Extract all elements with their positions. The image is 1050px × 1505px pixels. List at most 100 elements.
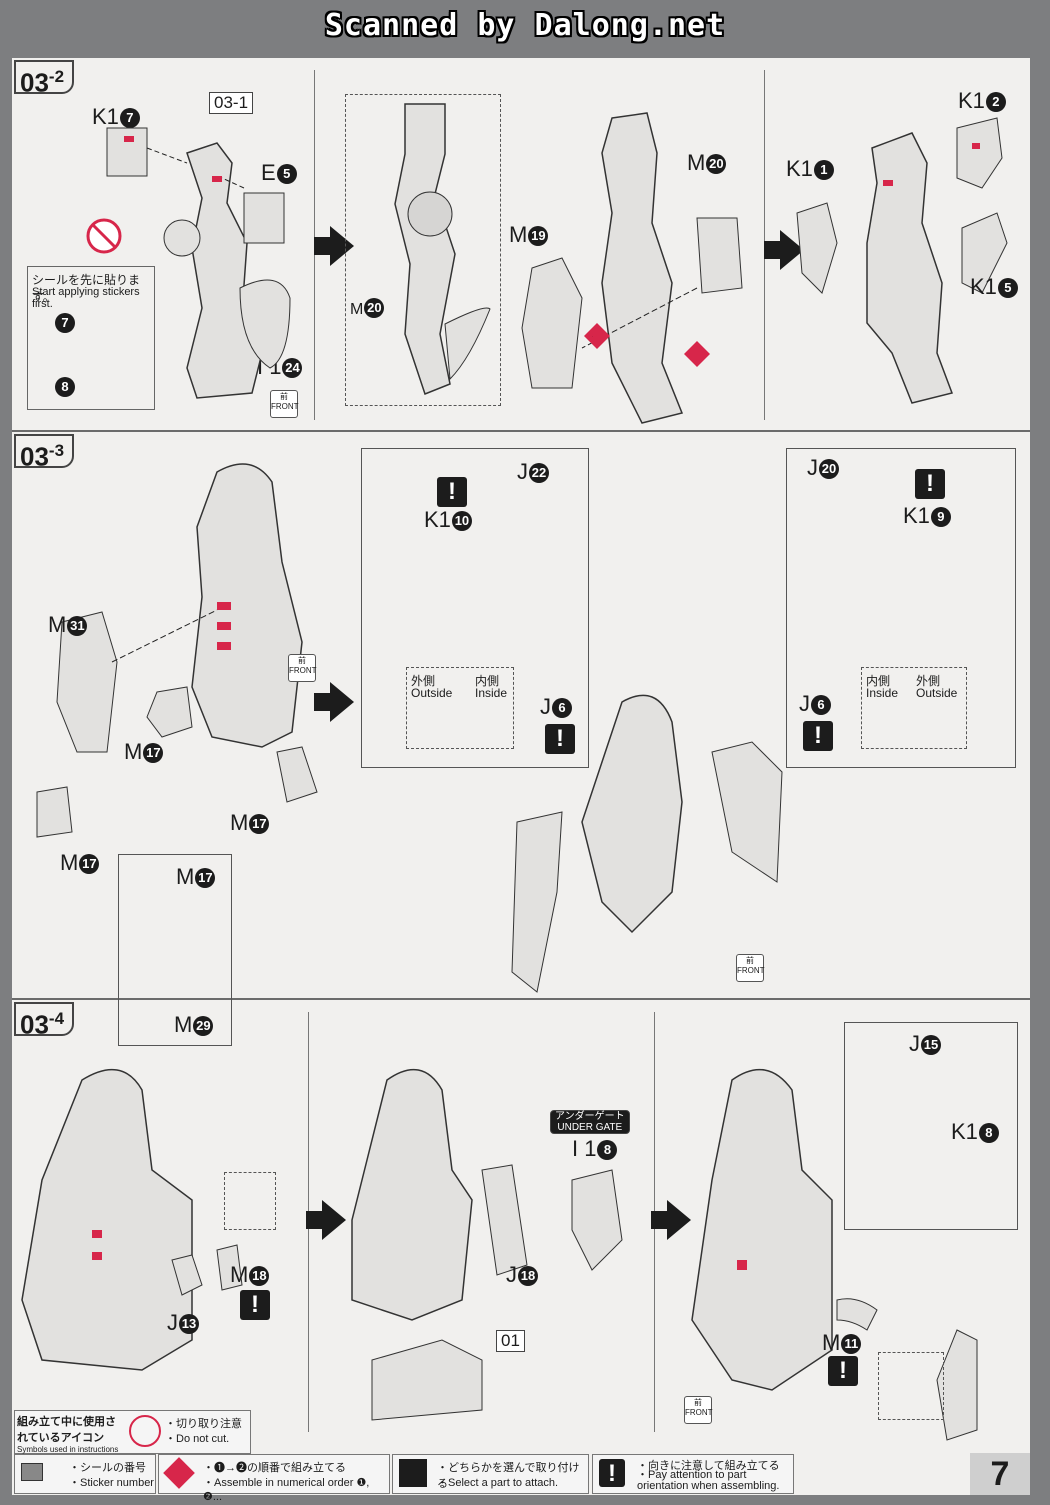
order-1: 1 <box>592 337 593 338</box>
legend-cut-jp: ・切り取り注意 <box>165 1418 242 1430</box>
inside-jp: 内側 <box>475 674 500 688</box>
sticker-7: 7 <box>54 313 75 333</box>
lower-leg-assembly-illustration <box>351 1068 623 1421</box>
ref-step-label: 01 <box>496 1330 525 1352</box>
sticker-note-jp: シールを先に貼ります。 <box>32 273 141 304</box>
inside-en: Inside <box>866 686 899 700</box>
step-tag: 03-3 <box>14 434 75 472</box>
step-tag: 03-4 <box>14 1002 75 1040</box>
scan-watermark-title: Scanned by Dalong.net <box>324 8 726 43</box>
orientation-box: 内側 Inside 外側 Outside <box>861 667 967 749</box>
sticker-note-box: シールを先に貼ります。 Start applying stickers firs… <box>27 266 155 410</box>
page-number: 7 <box>970 1453 1030 1495</box>
instruction-page: 03-2 03-1 K17 E5 I 124 シールを先に貼ります。 Start… <box>12 58 1030 1503</box>
attention-icon: ! <box>915 469 945 499</box>
legend-choose-en: ・Select a part to attach. <box>437 1477 559 1489</box>
leg-armor-assembly-illustration <box>511 694 783 993</box>
legend-cut-en: ・Do not cut. <box>165 1433 230 1445</box>
legend-sticker-en: ・Sticker number <box>69 1477 154 1489</box>
leg-frame-illustration <box>86 127 291 399</box>
final-lower-leg-illustration <box>691 1068 978 1441</box>
choose-detail-box <box>118 854 232 1046</box>
ref-step-label: 03-1 <box>209 92 254 114</box>
legend-attention: ! ・向きに注意して組み立てる ・Pay attention to part o… <box>592 1454 794 1494</box>
legend-sticker-jp: ・シールの番号 <box>69 1462 146 1474</box>
attention-icon: ! <box>828 1356 858 1386</box>
sticker-note-en: Start applying stickers first. <box>32 286 140 310</box>
sticker-detail-box <box>224 1172 276 1230</box>
next-arrow <box>314 226 354 266</box>
inside-jp: 内側 <box>866 674 891 688</box>
next-arrow <box>306 1200 346 1240</box>
legend-order-en: ・Assemble in numerical order ❶, ❷... <box>203 1477 370 1503</box>
legend-sticker: ・シールの番号 ・Sticker number <box>14 1454 156 1494</box>
next-arrow <box>651 1200 691 1240</box>
do-not-cut-icon <box>129 1415 161 1447</box>
sticker-8: 8 <box>54 377 75 397</box>
legend-choose: ・どちらかを選んで取り付ける ・Select a part to attach. <box>392 1454 589 1494</box>
leg-assembly-illustration <box>521 112 743 424</box>
outside-en: Outside <box>411 686 453 700</box>
orientation-detail-box <box>878 1352 944 1420</box>
lower-leg-illustration <box>21 1068 243 1371</box>
choose-part-icon <box>399 1459 427 1487</box>
inner-frame-illustration <box>394 103 491 395</box>
next-arrow <box>314 682 354 722</box>
attention-icon: ! <box>240 1290 270 1320</box>
leg-with-armor-illustration <box>796 117 1008 404</box>
foot-assembly-illustration <box>36 463 318 838</box>
outside-jp: 外側 <box>411 674 436 688</box>
step-03-2: 03-2 03-1 K17 E5 I 124 シールを先に貼ります。 Start… <box>12 58 1030 432</box>
order-icon <box>163 1457 195 1489</box>
legend-attention-jp: ・向きに注意して組み立てる <box>637 1460 780 1472</box>
legend-choose-jp: ・どちらかを選んで取り付ける <box>437 1462 580 1490</box>
inside-en: Inside <box>475 686 508 700</box>
legend-attention-en: ・Pay attention to part orientation when … <box>637 1469 780 1492</box>
attention-icon: ! <box>599 1459 625 1487</box>
outside-jp: 外側 <box>916 674 941 688</box>
orientation-box: 外側 Outside 内側 Inside <box>406 667 514 749</box>
legend-order-jp: ・❶→❷の順番で組み立てる <box>203 1462 346 1474</box>
outside-en: Outside <box>916 686 958 700</box>
step-tag: 03-2 <box>14 60 75 98</box>
attention-icon: ! <box>545 724 575 754</box>
sticker-number-icon <box>21 1463 43 1481</box>
